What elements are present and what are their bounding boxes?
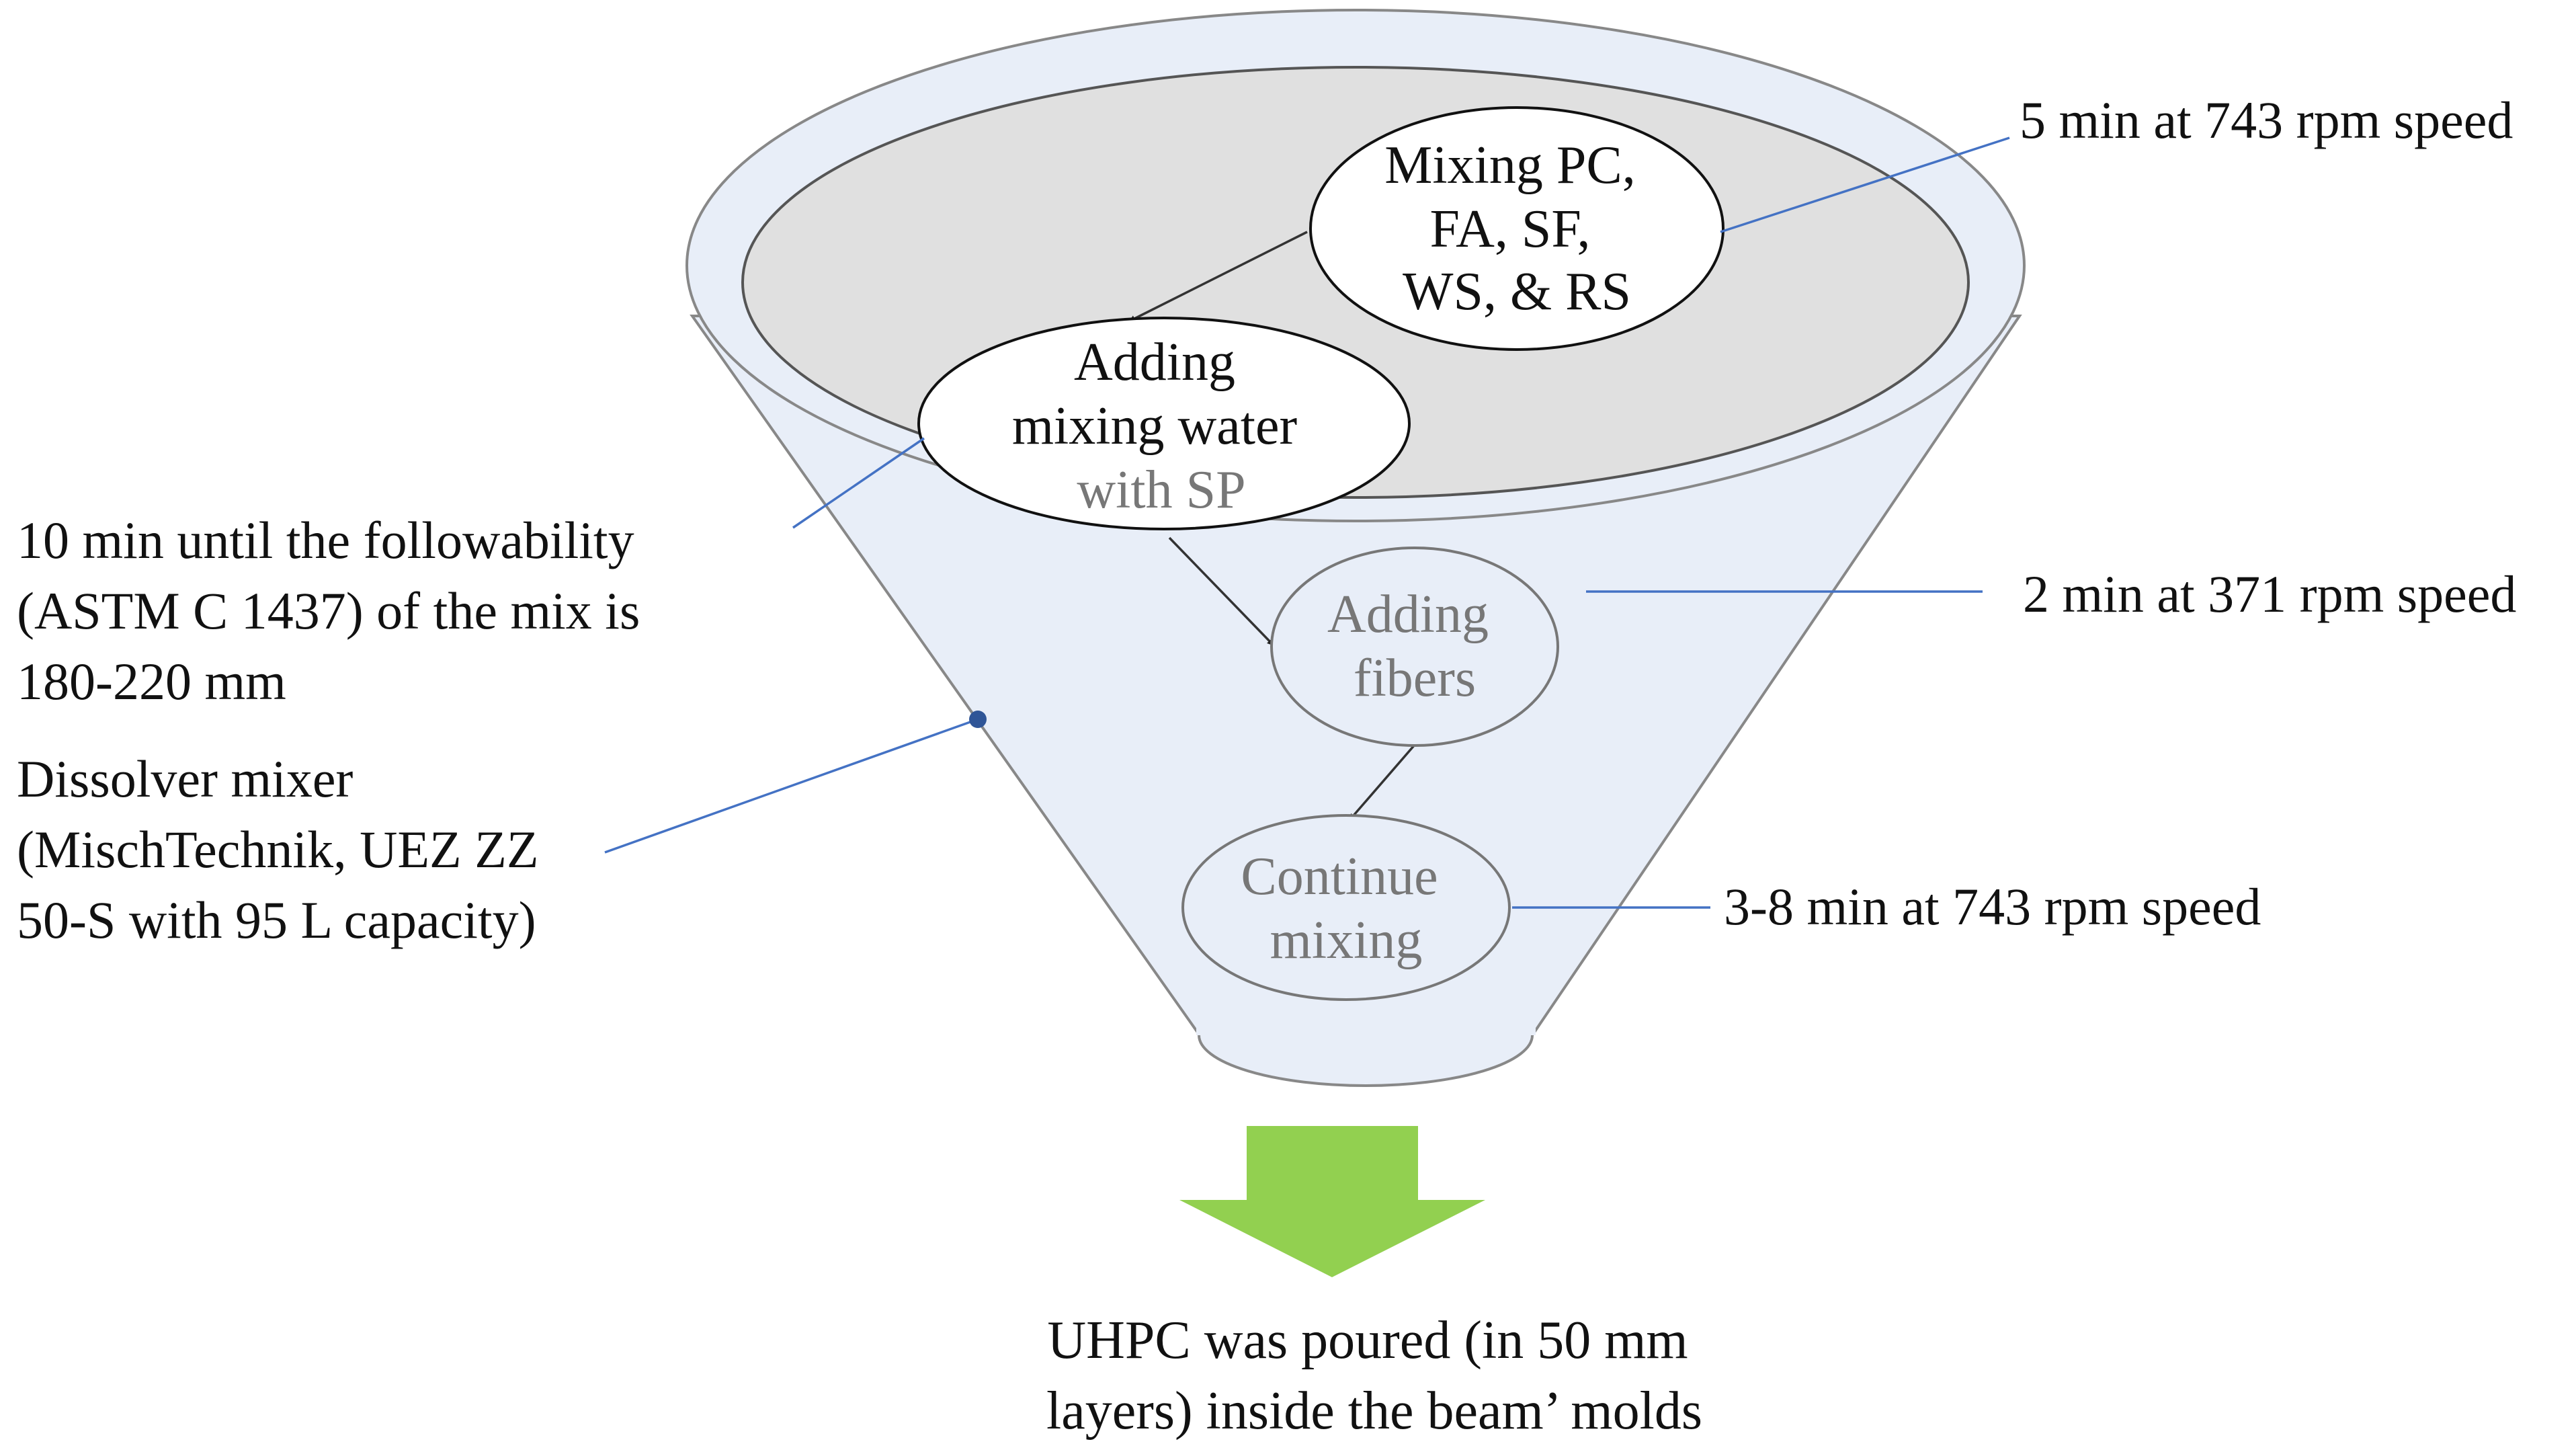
step-mixing-dry-ellipse xyxy=(1309,106,1725,351)
leader-mixer xyxy=(604,718,979,854)
arrow-water-to-fibers xyxy=(1168,536,1275,647)
step-adding-water-label: Adding mixing water with SP xyxy=(1012,333,1311,520)
mixer-note: Dissolver mixer (MischTechnik, UEZ ZZ 50… xyxy=(17,750,552,949)
leader-mixer-dot xyxy=(969,711,987,728)
output-label: UHPC was poured (in 50 mm layers) inside… xyxy=(1046,1311,1702,1441)
arrow-fibers-to-continue xyxy=(1348,743,1416,821)
output-down-arrow xyxy=(1179,1126,1485,1277)
leader-step2 xyxy=(792,437,925,529)
leader-step1 xyxy=(1720,136,2010,233)
step-adding-fibers-ellipse xyxy=(1270,547,1559,747)
step4-time-note: 3-8 min at 743 rpm speed xyxy=(1724,877,2261,936)
step-continue-mixing-ellipse xyxy=(1181,814,1511,1001)
step1-time-note: 5 min at 743 rpm speed xyxy=(2020,91,2513,149)
step-continue-mixing-label: Continue mixing xyxy=(1241,847,1451,970)
step-mixing-dry-label: Mixing PC, FA, SF, WS, & RS xyxy=(1384,136,1649,321)
step-adding-water-ellipse xyxy=(917,317,1411,530)
step-adding-fibers-label: Adding fibers xyxy=(1327,585,1502,708)
step2-time-note: 10 min until the followability (ASTM C 1… xyxy=(17,511,653,711)
step3-time-note: 2 min at 371 rpm speed xyxy=(2023,565,2516,623)
arrow-mixing-to-water xyxy=(1128,231,1308,323)
